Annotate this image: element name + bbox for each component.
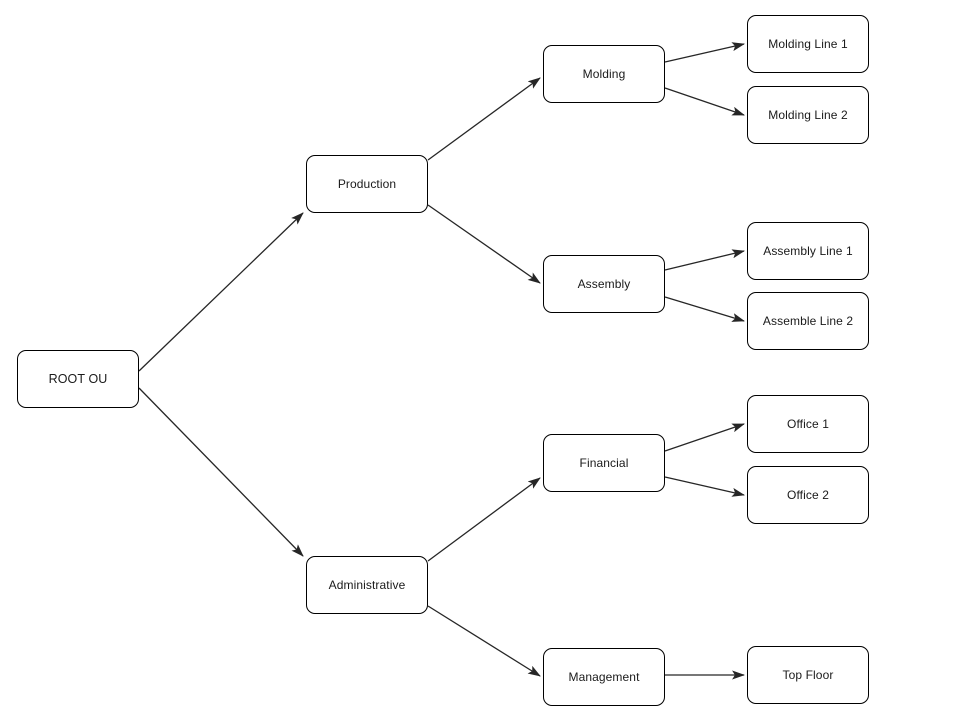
edge-financial-office-2 (664, 476, 746, 497)
node-administrative[interactable]: Administrative (306, 556, 428, 614)
edges-group (138, 42, 746, 680)
node-root-ou[interactable]: ROOT OU (17, 350, 139, 408)
node-assembly-line-1[interactable]: Assembly Line 1 (747, 222, 869, 280)
edge-assembly-assemble-line-2 (664, 296, 745, 322)
node-molding-line-2[interactable]: Molding Line 2 (747, 86, 869, 144)
node-assembly[interactable]: Assembly (543, 255, 665, 313)
node-office-1[interactable]: Office 1 (747, 395, 869, 453)
node-office-2[interactable]: Office 2 (747, 466, 869, 524)
node-financial[interactable]: Financial (543, 434, 665, 492)
node-label: Top Floor (782, 668, 834, 682)
node-top-floor[interactable]: Top Floor (747, 646, 869, 704)
node-label: Molding (582, 67, 626, 81)
node-label: Assemble Line 2 (762, 314, 854, 328)
node-label: ROOT OU (48, 371, 108, 386)
node-production[interactable]: Production (306, 155, 428, 213)
node-label: Molding Line 1 (768, 37, 848, 51)
edge-administrative-financial (427, 477, 541, 562)
node-label: Assembly Line 1 (763, 244, 853, 258)
node-label: Office 1 (787, 417, 829, 431)
edge-root-production (138, 212, 304, 372)
edge-administrative-management (427, 605, 541, 677)
edge-assembly-assembly-line-1 (664, 249, 746, 271)
node-label: Assembly (577, 277, 631, 291)
edge-production-assembly (427, 204, 541, 284)
node-label: Financial (579, 456, 629, 470)
node-assemble-line-2[interactable]: Assemble Line 2 (747, 292, 869, 350)
edge-molding-molding-line-1 (664, 42, 746, 63)
node-label: Office 2 (787, 488, 829, 502)
node-management[interactable]: Management (543, 648, 665, 706)
edge-molding-molding-line-2 (664, 87, 745, 116)
edge-financial-office-1 (664, 423, 745, 452)
node-molding[interactable]: Molding (543, 45, 665, 103)
node-label: Production (337, 177, 397, 191)
node-label: Administrative (328, 578, 406, 592)
edge-production-molding (427, 77, 541, 161)
edge-root-administrative (138, 387, 304, 557)
node-label: Molding Line 2 (768, 108, 848, 122)
node-label: Management (568, 670, 640, 684)
node-molding-line-1[interactable]: Molding Line 1 (747, 15, 869, 73)
